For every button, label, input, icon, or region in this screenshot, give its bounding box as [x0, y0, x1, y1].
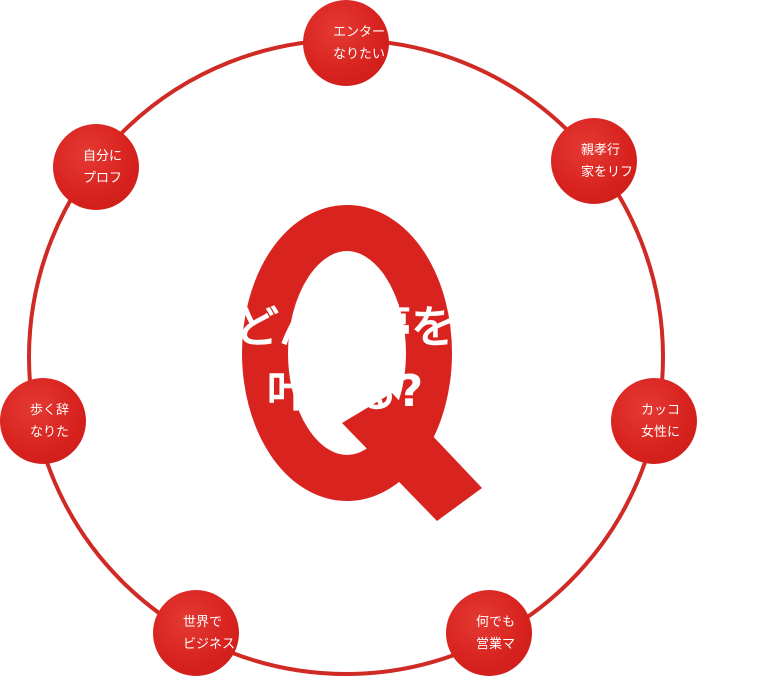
- center-question-line2: 叶える?: [266, 366, 424, 417]
- dream-label-line1: カッコ: [641, 403, 681, 418]
- dream-node-filial-piety[interactable]: 親孝行 家をリフ: [551, 118, 637, 204]
- dream-label-line1: エンター: [333, 25, 386, 40]
- dream-label: 世界で ビジネス: [183, 612, 235, 656]
- dream-node-professional[interactable]: 自分に プロフ: [53, 124, 139, 210]
- dream-label-line2: 営業マ: [476, 637, 516, 652]
- dream-node-cool-woman[interactable]: カッコ 女性に: [611, 378, 697, 464]
- dream-label-line2: なりた: [30, 425, 70, 440]
- dream-label-line2: 女性に: [641, 425, 681, 440]
- dream-label-line1: 世界で: [183, 615, 223, 630]
- dream-node-global-business[interactable]: 世界で ビジネス: [153, 590, 239, 676]
- dream-label-line1: 親孝行: [581, 143, 621, 158]
- dream-label: カッコ 女性に: [641, 400, 680, 444]
- dream-label: 歩く辞 なりた: [30, 400, 69, 444]
- q-letter-icon: [242, 205, 482, 521]
- dream-label-line1: 歩く辞: [30, 403, 70, 418]
- dream-label-line2: ビジネス: [183, 637, 236, 652]
- dream-label-line2: 家をリフ: [581, 165, 634, 180]
- dream-label: 親孝行 家をリフ: [581, 140, 633, 184]
- center-question: どんな夢を 叶える?: [200, 296, 490, 424]
- center-question-line1: どんな夢を: [235, 302, 455, 353]
- dream-label-line1: 何でも: [476, 615, 516, 630]
- dream-label: 何でも 営業マ: [476, 612, 515, 656]
- dream-node-walking-dictionary[interactable]: 歩く辞 なりた: [0, 378, 86, 464]
- dream-label: 自分に プロフ: [83, 146, 122, 190]
- dream-node-salesman[interactable]: 何でも 営業マ: [446, 590, 532, 676]
- dream-label: エンター なりたい: [333, 22, 385, 66]
- dream-label-line2: なりたい: [333, 47, 386, 62]
- dream-label-line2: プロフ: [83, 171, 123, 186]
- dream-node-entertainer[interactable]: エンター なりたい: [303, 0, 389, 86]
- dream-label-line1: 自分に: [83, 149, 123, 164]
